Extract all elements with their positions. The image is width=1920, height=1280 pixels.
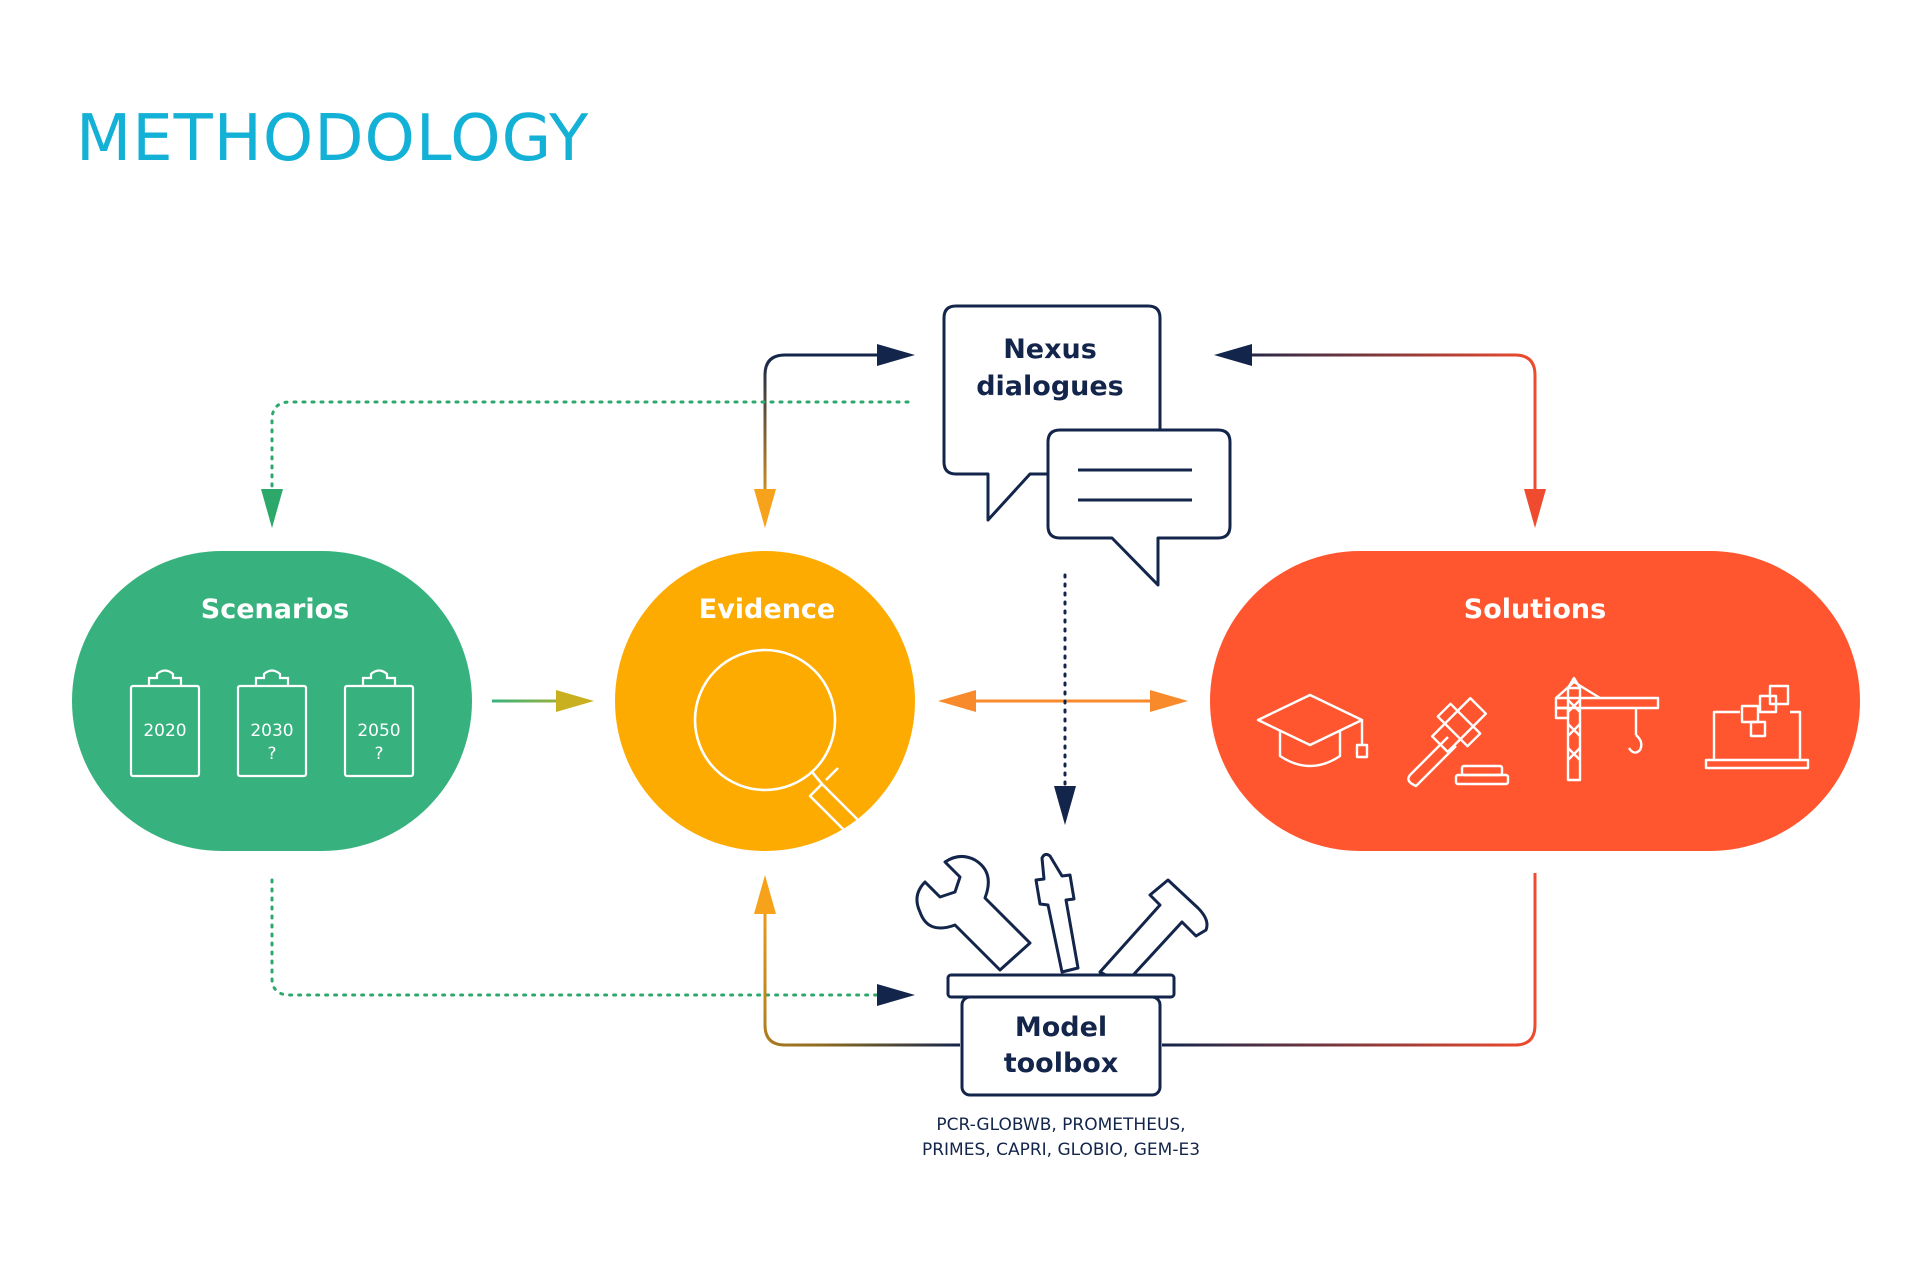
clipboard-icon	[236, 669, 308, 778]
speech-bubble-front-icon	[1046, 428, 1232, 587]
crane-icon	[1554, 676, 1660, 782]
arrowhead-to-toolbox-left	[877, 984, 915, 1006]
toolbox-label-line1: Model	[1015, 1012, 1107, 1043]
page-title: METHODOLOGY	[76, 102, 590, 176]
nexus-label-line2: dialogues	[976, 371, 1124, 402]
arrowhead-to-solutions-left	[1150, 690, 1188, 712]
toolbox-evidence-connector	[763, 898, 960, 1047]
evidence-node	[615, 551, 915, 851]
scenario-year-2050: 2050	[357, 721, 400, 741]
scenario-year-2020: 2020	[143, 721, 186, 741]
arrowhead-to-toolbox-top	[1054, 786, 1076, 825]
arrowhead-to-solutions-top	[1524, 489, 1546, 528]
arrowhead-to-nexus-right	[1214, 344, 1252, 366]
arrowhead-to-evidence-right	[938, 690, 976, 712]
arrowhead-to-scenarios-top	[261, 489, 283, 528]
clipboard-icon	[343, 669, 415, 778]
magnifier-icon	[693, 648, 865, 839]
scenarios-toolbox-dotted-connector	[270, 878, 882, 997]
graduation-cap-icon	[1256, 693, 1369, 768]
scenario-year-2030: 2030	[250, 721, 293, 741]
scenarios-label: Scenarios	[201, 594, 349, 625]
scenario-clipboards	[129, 669, 415, 778]
model-toolbox-node	[960, 995, 1162, 1097]
arrowhead-to-nexus-left	[877, 344, 915, 366]
toolbox-models-line1: PCR-GLOBWB, PROMETHEUS,	[936, 1115, 1185, 1135]
solutions-toolbox-connector	[1162, 873, 1537, 1047]
nexus-solutions-connector	[1240, 353, 1537, 505]
wrench-icon	[915, 855, 1032, 972]
evidence-label: Evidence	[699, 594, 835, 625]
speech-lines-icon	[1078, 468, 1192, 502]
screwdriver-icon	[1034, 852, 1080, 974]
arrowhead-to-evidence-bottom	[754, 875, 776, 914]
gavel-icon	[1407, 696, 1510, 788]
toolbox-rim	[946, 973, 1176, 999]
toolbox-label-line2: toolbox	[1004, 1048, 1119, 1079]
toolbox-models-line2: PRIMES, CAPRI, GLOBIO, GEM-E3	[922, 1140, 1200, 1160]
hammer-icon	[1098, 878, 1209, 987]
nexus-scenarios-dotted-connector	[270, 400, 910, 492]
arrowhead-to-evidence-top	[754, 489, 776, 528]
scenario-year-2030-mark: ?	[267, 744, 276, 764]
scenario-year-2050-mark: ?	[374, 744, 383, 764]
solutions-node	[1210, 551, 1860, 851]
solutions-label: Solutions	[1464, 594, 1606, 625]
arrowhead-to-evidence-left	[556, 690, 594, 712]
toolbox-tools-icon	[915, 852, 1209, 987]
nexus-evidence-connector	[763, 353, 890, 505]
nexus-label-line1: Nexus	[1003, 334, 1097, 365]
laptop-blocks-icon	[1704, 684, 1810, 770]
clipboard-icon	[129, 669, 201, 778]
